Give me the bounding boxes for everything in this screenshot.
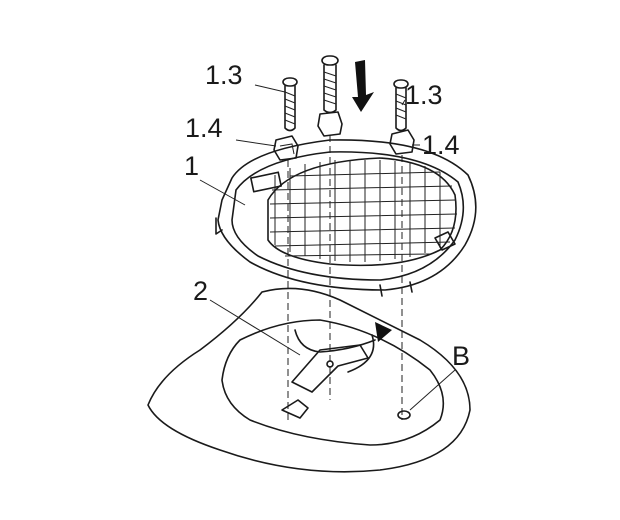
arrow-head-icon [375, 322, 392, 342]
screw-middle [321, 55, 339, 114]
label-plate: 1 [184, 151, 200, 181]
label-screw-left: 1.3 [205, 60, 243, 90]
grid [269, 160, 458, 262]
bracket [281, 344, 369, 419]
nut-right [389, 129, 415, 155]
screw-left [282, 77, 298, 132]
arrow-down-icon [352, 60, 374, 112]
label-screw-right: 1.3 [405, 80, 443, 110]
top-plate [215, 139, 477, 297]
curved-arrow-icon [347, 334, 375, 373]
nut-middle [317, 111, 343, 137]
point-b-marker [397, 369, 456, 420]
screw-right [393, 79, 409, 132]
label-nut-left: 1.4 [185, 113, 223, 143]
leader-lines [199, 84, 420, 356]
label-nut-right: 1.4 [422, 130, 460, 160]
label-point-b: B [452, 341, 471, 371]
label-bracket: 2 [193, 276, 209, 306]
base-plate [147, 287, 471, 473]
